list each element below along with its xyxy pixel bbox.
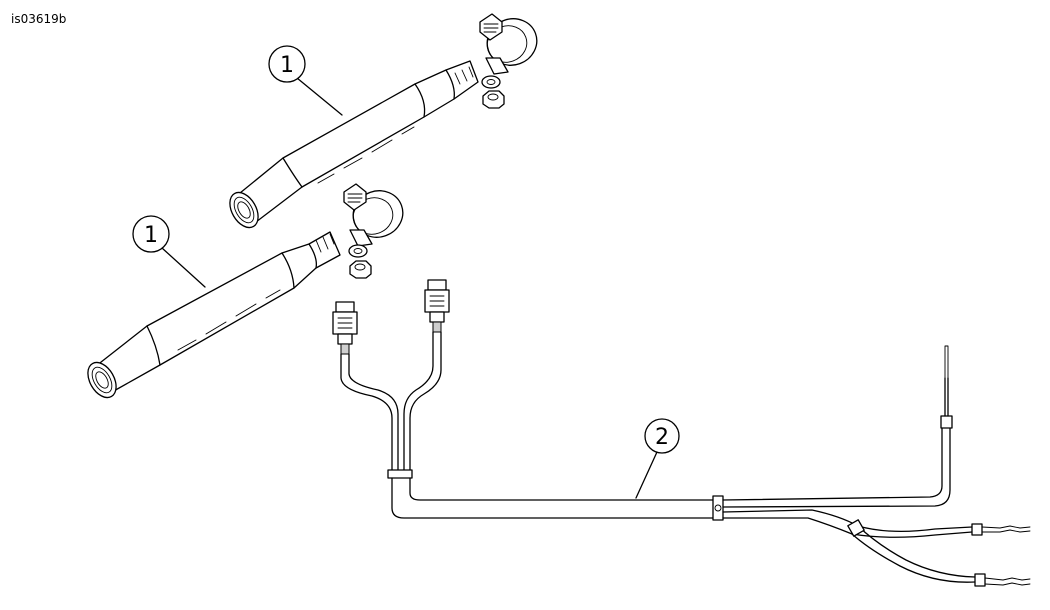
- connector-left: [332, 301, 358, 355]
- connector-right: [424, 279, 450, 333]
- callout-harness: 2: [635, 418, 680, 499]
- washer-lower: [348, 244, 368, 258]
- clamp-lower: [343, 183, 404, 247]
- wiring-harness: [332, 279, 1031, 587]
- clamp-upper: [479, 13, 538, 75]
- callout-label: 2: [655, 425, 669, 450]
- nut-lower: [349, 260, 372, 279]
- washer-upper: [481, 75, 501, 89]
- muffler-lower: [87, 231, 341, 399]
- callout-label: 1: [280, 53, 294, 78]
- muffler-upper: [229, 60, 479, 229]
- figure-id: is03619b: [11, 12, 66, 26]
- callout-label: 1: [144, 223, 158, 248]
- nut-upper: [482, 90, 505, 109]
- callout-muffler-upper: 1: [268, 45, 343, 116]
- callout-muffler-lower: 1: [132, 215, 206, 288]
